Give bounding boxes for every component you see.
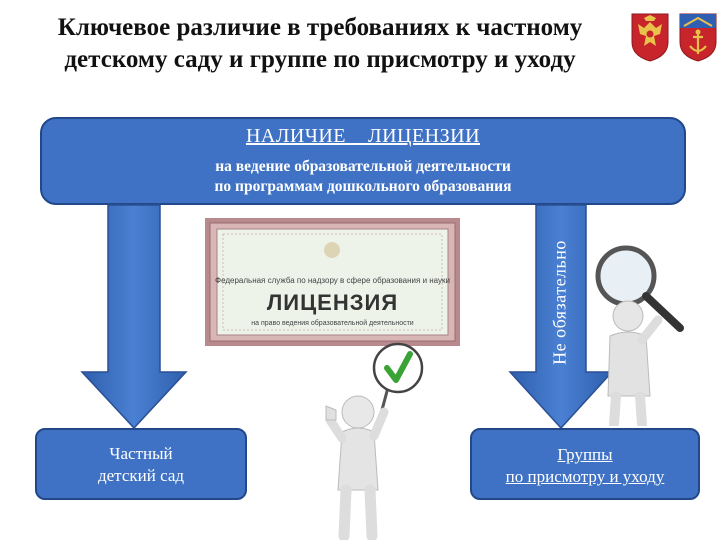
care-groups-line-1: Группы xyxy=(557,445,613,464)
license-panel: НАЛИЧИЕ ЛИЦЕНЗИИ на ведение образователь… xyxy=(40,117,686,205)
title-line-2: детскому саду и группе по присмотру и ух… xyxy=(64,46,576,73)
care-groups-line-2: по присмотру и уходу xyxy=(505,467,665,486)
person-with-magnifier-icon xyxy=(595,245,684,426)
title-line-1: Ключевое различие в требованиях к частно… xyxy=(57,14,583,41)
license-subtitle: на ведение образовательной деятельности … xyxy=(42,157,684,197)
private-kindergarten-line-1: Частный xyxy=(109,444,173,463)
private-kindergarten-line-2: детский сад xyxy=(97,466,185,485)
license-subtitle-line-2: по программам дошкольного образования xyxy=(214,178,512,195)
license-certificate-image xyxy=(205,218,460,346)
right-arrow xyxy=(508,204,614,430)
private-kindergarten-box: Частный детский сад xyxy=(35,428,247,500)
license-certificate-text: Федеральная служба по надзору в сфере об… xyxy=(205,218,460,346)
left-arrow xyxy=(80,204,188,430)
care-groups-box: Группы по присмотру и уходу xyxy=(470,428,700,500)
certificate-top-text: Федеральная служба по надзору в сфере об… xyxy=(214,276,451,285)
certificate-main-text: ЛИЦЕНЗИЯ xyxy=(266,290,399,315)
russia-coat-of-arms-icon xyxy=(631,13,669,62)
arrow-label-required: Обязательно xyxy=(61,244,82,347)
arrow-label-not-required: Не обязательно xyxy=(549,240,570,365)
murmansk-region-coat-of-arms-icon xyxy=(679,13,717,62)
license-subtitle-line-1: на ведение образовательной деятельности xyxy=(215,158,511,175)
page-title: Ключевое различие в требованиях к частно… xyxy=(20,12,620,76)
certificate-bottom-text: на право ведения образовательной деятель… xyxy=(251,320,414,327)
license-title: НАЛИЧИЕ ЛИЦЕНЗИИ xyxy=(245,125,481,147)
person-with-check-sign-icon xyxy=(325,342,424,540)
